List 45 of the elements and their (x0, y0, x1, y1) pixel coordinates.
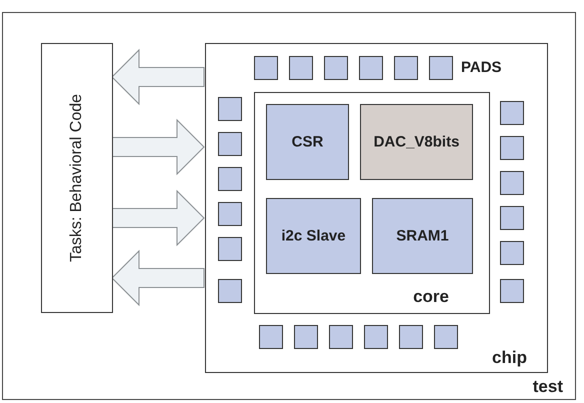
pad-square (218, 279, 242, 303)
vertical-label: Tasks: Behavioral Code (68, 94, 86, 262)
pad-square (500, 101, 524, 125)
pad-square (359, 56, 383, 80)
block-box (372, 198, 473, 274)
block-box (266, 104, 349, 180)
pad-square (294, 325, 318, 349)
block-arrow (112, 118, 205, 176)
pad-square (254, 56, 278, 80)
frame-label: chip (492, 348, 527, 368)
chip-frame (205, 43, 548, 373)
pad-square (329, 325, 353, 349)
pad-square (500, 171, 524, 195)
pad-square (364, 325, 388, 349)
pad-square (259, 325, 283, 349)
block-arrow (111, 48, 204, 106)
block-label: DAC_V8bits (374, 134, 460, 150)
block-arrow (111, 250, 204, 306)
block-arrow (112, 190, 205, 246)
pad-square (500, 206, 524, 230)
pad-square (289, 56, 313, 80)
pad-square (218, 167, 242, 191)
block-box (360, 104, 473, 180)
test-frame (2, 12, 576, 400)
block-box (41, 43, 113, 313)
frame-label: test (532, 377, 563, 397)
block-label: SRAM1 (396, 228, 449, 244)
pad-square (429, 56, 453, 80)
pad-square (500, 136, 524, 160)
pad-square (218, 97, 242, 121)
pad-square (500, 279, 524, 303)
block-label: i2c Slave (281, 228, 346, 244)
pad-square (434, 325, 458, 349)
pad-square (399, 325, 423, 349)
core-frame (254, 92, 490, 314)
pad-square (218, 237, 242, 261)
pad-square (394, 56, 418, 80)
pad-square (324, 56, 348, 80)
block-box (266, 198, 361, 274)
pad-square (218, 132, 242, 156)
pads-label: PADS (461, 59, 502, 76)
pad-square (500, 241, 524, 265)
block-label: CSR (292, 134, 324, 150)
frame-label: core (413, 287, 449, 307)
pad-square (218, 202, 242, 226)
